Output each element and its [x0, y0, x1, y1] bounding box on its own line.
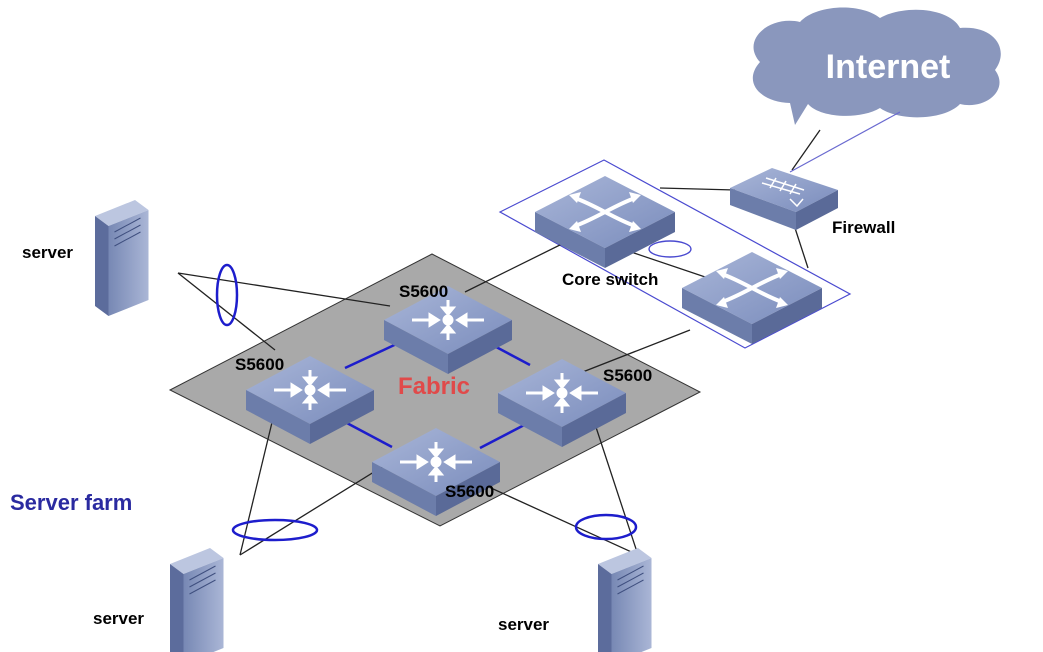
core-switch-label: Core switch: [562, 270, 658, 289]
switch-bottom: [372, 428, 500, 516]
server-bottom-left: [170, 548, 224, 652]
firewall-device: [730, 168, 838, 230]
switch-left: [246, 356, 374, 444]
switch-label-right: S5600: [603, 366, 652, 385]
link-aggregation-rings: [215, 240, 692, 542]
core-switch-lower: [682, 252, 822, 344]
internet-label: Internet: [826, 48, 951, 86]
switch-arrows-icon: [412, 300, 484, 340]
server-drive-icon: [114, 217, 141, 247]
server-farm-label: Server farm: [10, 490, 132, 515]
core-switch-upper: [535, 176, 675, 268]
core-frame: [498, 159, 852, 349]
switch-label-top: S5600: [399, 282, 448, 301]
internet-link: [789, 111, 901, 173]
firewall-icon: [761, 177, 805, 208]
switch-label-left: S5600: [235, 355, 284, 374]
server-label-bottom-right: server: [498, 615, 549, 634]
switch-arrows-icon: [526, 373, 598, 413]
internet-cloud: Internet: [752, 7, 1001, 125]
router-arrows-icon: [716, 268, 788, 308]
server-bottom-right: [598, 548, 652, 652]
server-label-top-left: server: [22, 243, 73, 262]
server-top-left: [95, 200, 149, 316]
firewall-label: Firewall: [832, 218, 895, 237]
switch-arrows-icon: [274, 370, 346, 410]
switch-right: [498, 359, 626, 447]
switch-top: [384, 286, 512, 374]
router-arrows-icon: [569, 192, 641, 232]
server-drive-icon: [617, 565, 644, 595]
switch-label-bottom: S5600: [445, 482, 494, 501]
server-label-bottom-left: server: [93, 609, 144, 628]
server-drive-icon: [189, 565, 216, 595]
fabric-label: Fabric: [398, 373, 470, 400]
switch-arrows-icon: [400, 442, 472, 482]
